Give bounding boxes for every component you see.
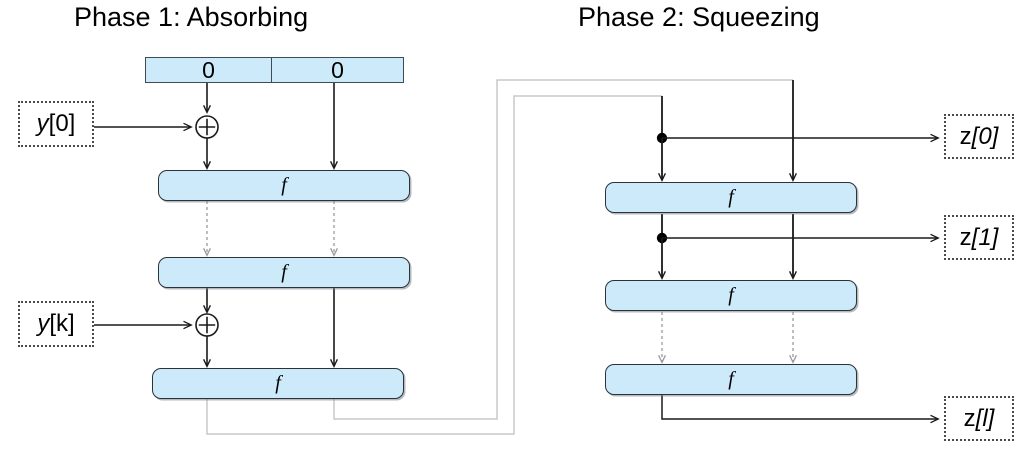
feedback-left-channel xyxy=(206,95,662,435)
output-z1-var: z xyxy=(959,223,972,251)
phase1-title: Phase 1: Absorbing xyxy=(74,2,309,32)
p1-permutation-2: f xyxy=(158,257,410,288)
output-z0-box: z[0] xyxy=(944,114,1014,159)
p1-xor-gate-2 xyxy=(195,313,219,337)
output-z1-index: [1] xyxy=(971,223,999,251)
state-cell-rate: 0 xyxy=(145,57,272,83)
input-y0-var: y xyxy=(36,110,49,137)
p2-permutation-3: f xyxy=(605,364,857,395)
feedback-right-channel xyxy=(333,79,793,420)
p2-permutation-1: f xyxy=(605,182,857,213)
state-cell-capacity: 0 xyxy=(271,57,404,83)
output-z0-index: [0] xyxy=(971,122,999,150)
input-yk-index: [k] xyxy=(49,310,75,337)
input-y0-box: y[0] xyxy=(18,101,94,147)
output-zl-var: z xyxy=(963,404,976,432)
output-z1-box: z[1] xyxy=(944,215,1014,260)
input-y0-index: [0] xyxy=(48,110,76,137)
p2-wire-to-zl xyxy=(661,395,940,424)
output-zl-index: [l] xyxy=(975,404,995,432)
input-yk-box: y[k] xyxy=(18,301,94,347)
p1-permutation-1: f xyxy=(158,170,410,201)
p1-xor-gate-1 xyxy=(195,115,219,139)
output-zl-box: z[l] xyxy=(944,396,1014,441)
output-z0-var: z xyxy=(959,122,972,150)
phase2-title: Phase 2: Squeezing xyxy=(578,2,820,32)
p2-permutation-2: f xyxy=(605,280,857,311)
input-yk-var: y xyxy=(37,310,50,337)
p1-permutation-3: f xyxy=(152,368,404,399)
